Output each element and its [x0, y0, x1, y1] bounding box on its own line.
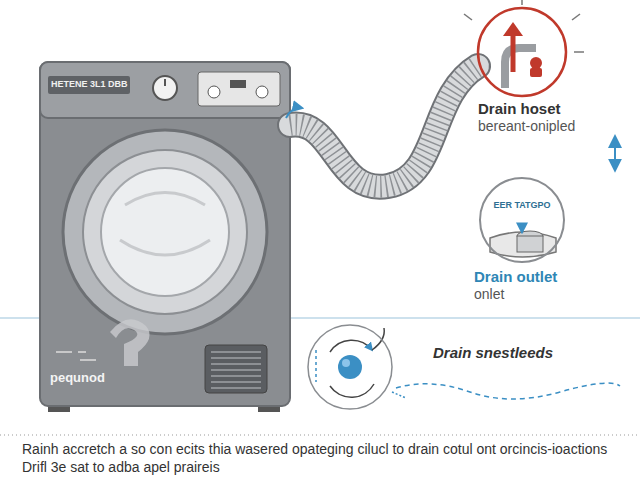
callout-circle: [470, 2, 630, 102]
display-text: HETENE 3L1 DBB: [51, 79, 128, 90]
connector-arrow: [614, 137, 616, 170]
drain-hose: [286, 66, 478, 187]
washing-machine: [40, 62, 290, 412]
callout-text: onlet: [474, 286, 630, 303]
caption: Rainh accretch a so con ecits thia waser…: [22, 440, 622, 476]
callout-circle: [305, 322, 625, 418]
callout-circle: [470, 172, 630, 268]
brand-logo: pequnod: [50, 370, 105, 386]
callout-title: Drain snestleeds: [433, 344, 625, 362]
hose-callout: Drain hosetbereant-onipled: [470, 2, 630, 135]
outlet-icon: [490, 224, 556, 257]
sensor-callout: Drain snestleeds: [305, 322, 625, 414]
separator-line: [0, 435, 640, 436]
callout-text: bereant-onipled: [478, 118, 630, 135]
outlet-callout: EER TATGPO Drain outletonlet: [470, 172, 630, 303]
callout-title: EER TATGPO: [478, 200, 566, 211]
callout-text: Drain outlet: [474, 268, 630, 286]
callout-title: Drain hoset: [478, 100, 630, 118]
drain-sensor-illustration: [316, 328, 620, 399]
